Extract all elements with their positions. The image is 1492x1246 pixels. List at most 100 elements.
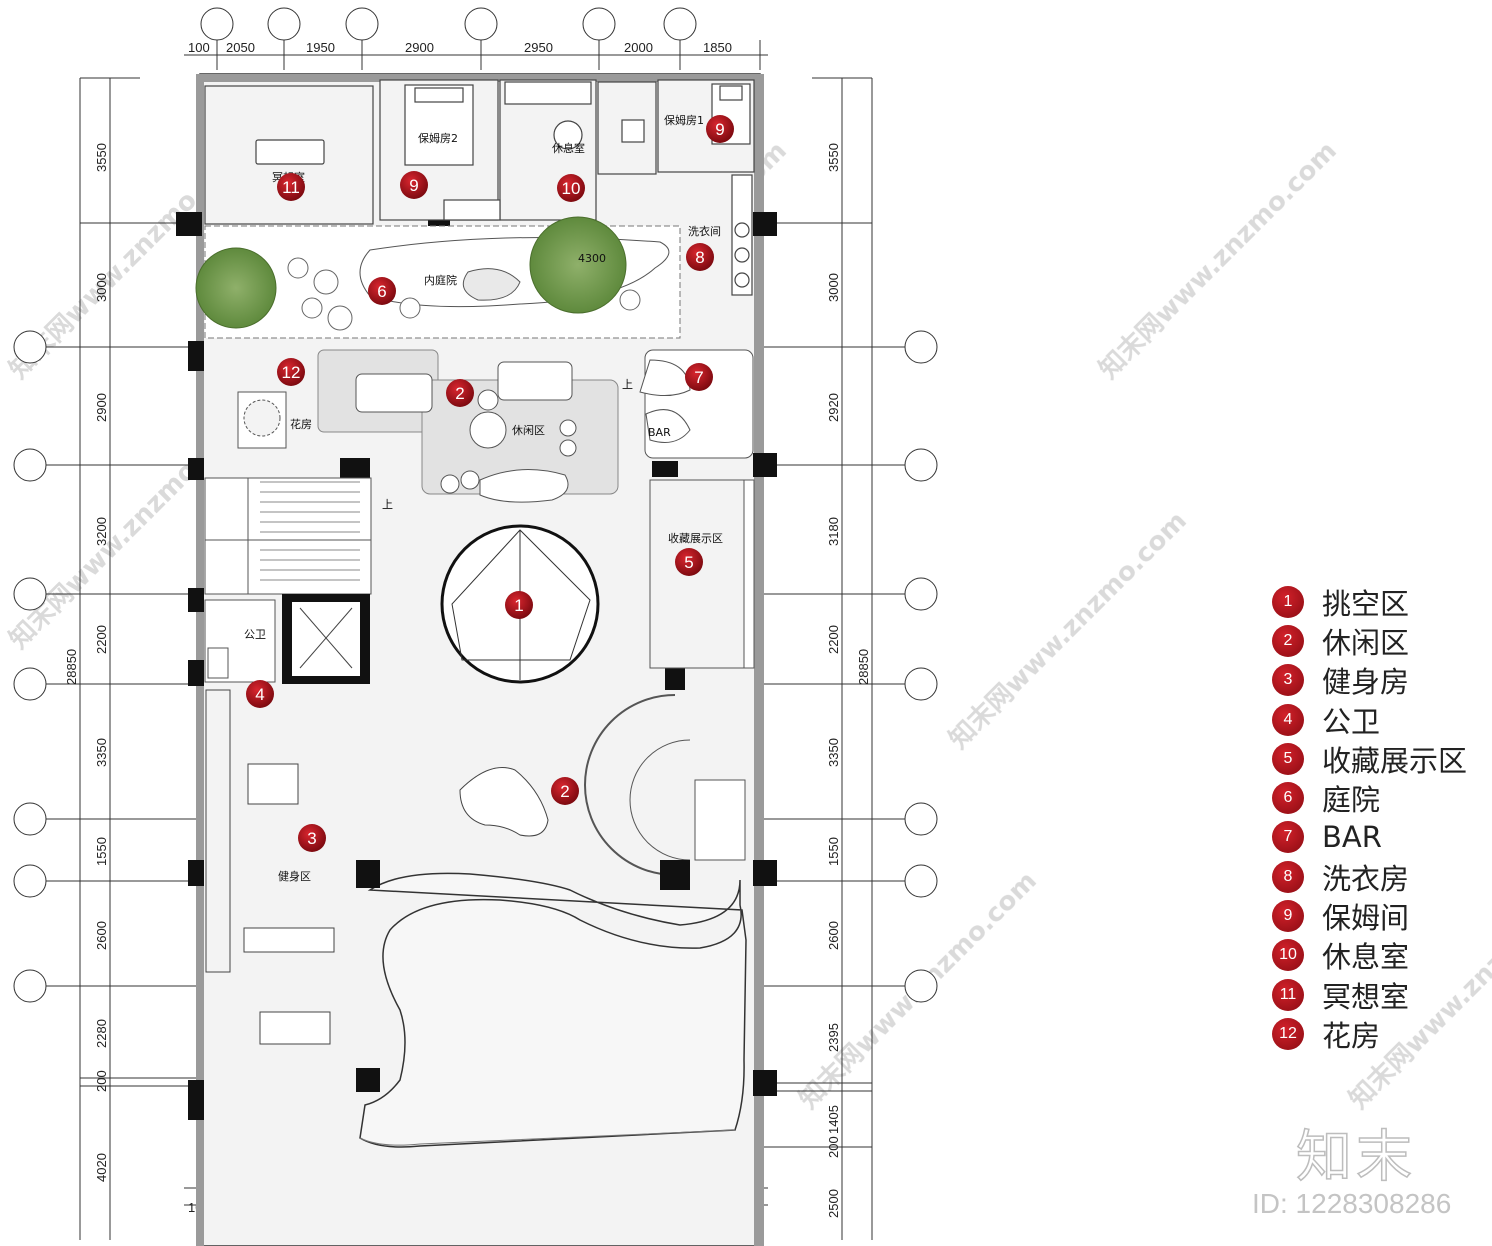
legend-label: 公卫 [1322, 704, 1381, 739]
legend-badge: 3 [1272, 664, 1304, 697]
legend-item: 4 公卫 [1272, 700, 1492, 739]
brand-logo: 知末 [1295, 1124, 1416, 1191]
left-dim-11: 4020 [94, 1153, 109, 1182]
legend-badge: 12 [1272, 1017, 1304, 1050]
staircase-left: 上 [204, 477, 393, 595]
courtyard-pool-dimension: 4300 [578, 252, 606, 265]
leisure-area-label: 休闲区 [512, 423, 545, 437]
svg-text:8: 8 [695, 248, 704, 267]
legend-badge: 5 [1272, 742, 1304, 775]
bar-stair-up-label: 上 [622, 378, 633, 391]
right-dim-12: 2500 [826, 1189, 841, 1218]
legend-label: 收藏展示区 [1322, 743, 1468, 778]
left-dim-7: 1550 [94, 837, 109, 866]
laundry-room-label: 洗衣间 [688, 224, 721, 238]
collection-area: 收藏展示区 [649, 479, 755, 669]
legend-badge: 10 [1272, 939, 1304, 972]
left-dim-10: 200 [94, 1070, 109, 1092]
marker-collection: 5 [675, 548, 703, 576]
legend-badge: 4 [1272, 703, 1304, 736]
left-axis-circles [13, 330, 47, 1003]
legend-label: 休息室 [1322, 940, 1410, 975]
legend-item: 1 挑空区 [1272, 582, 1492, 621]
flower-room-label: 花房 [290, 418, 312, 431]
right-dim-9: 2395 [826, 1023, 841, 1052]
svg-text:4: 4 [255, 685, 264, 704]
legend-badge: 7 [1272, 821, 1304, 854]
bar-area: BAR 上 [622, 349, 754, 459]
legend-label: 健身房 [1322, 665, 1410, 700]
marker-flower: 12 [277, 358, 305, 386]
top-dim-4: 2900 [405, 40, 434, 55]
top-dim-2: 2050 [226, 40, 255, 55]
svg-text:7: 7 [694, 368, 703, 387]
left-dimensions: 3550 3000 2900 3200 2200 3350 1550 2600 … [64, 143, 109, 1182]
svg-text:9: 9 [715, 120, 724, 139]
legend-badge: 1 [1272, 585, 1304, 618]
legend-item: 11 冥想室 [1272, 975, 1492, 1014]
collection-area-label: 收藏展示区 [668, 531, 723, 545]
legend-label: 庭院 [1322, 783, 1381, 818]
legend-item: 7 BAR [1272, 818, 1492, 857]
legend-badge: 9 [1272, 900, 1304, 933]
marker-atrium: 1 [505, 591, 533, 619]
svg-text:9: 9 [409, 176, 418, 195]
legend-item: 6 庭院 [1272, 778, 1492, 817]
legend-label: 冥想室 [1322, 979, 1410, 1014]
legend-badge: 6 [1272, 782, 1304, 815]
top-dim-5: 2950 [524, 40, 553, 55]
left-total: 28850 [64, 649, 79, 685]
marker-leisure-bottom: 2 [551, 777, 579, 805]
right-axis-circles [904, 330, 938, 1003]
legend-item: 9 保姆间 [1272, 896, 1492, 935]
gym-equipment: 健身区 [205, 689, 549, 1045]
right-dim-5: 2200 [826, 625, 841, 654]
left-dim-2: 3000 [94, 273, 109, 302]
legend-item: 3 健身房 [1272, 661, 1492, 700]
left-dim-6: 3350 [94, 738, 109, 767]
left-dim-3: 2900 [94, 393, 109, 422]
watermark-7: 知末网www.znzmo.com [944, 506, 1193, 755]
top-dim-7: 1850 [703, 40, 732, 55]
legend-label: 保姆间 [1322, 901, 1410, 936]
right-dim-2: 3000 [826, 273, 841, 302]
right-dim-7: 1550 [826, 837, 841, 866]
pool [356, 860, 747, 1148]
maid-room-2-label: 保姆房2 [418, 131, 458, 145]
legend-label: 花房 [1322, 1018, 1381, 1053]
legend-label: 休闲区 [1322, 625, 1410, 660]
rest-room-label: 休息室 [552, 141, 585, 155]
top-dimensions: 100 2050 1950 2900 2950 2000 1850 [188, 40, 732, 55]
svg-text:2: 2 [455, 384, 464, 403]
left-dim-1: 3550 [94, 143, 109, 172]
legend-badge: 11 [1272, 978, 1304, 1011]
elevator-wc: 公卫 [204, 594, 370, 684]
legend-item: 2 休闲区 [1272, 621, 1492, 660]
dimension-lines [46, 40, 905, 1240]
stair-up-label: 上 [382, 498, 393, 511]
svg-text:1: 1 [514, 596, 523, 615]
left-dim-9: 2280 [94, 1019, 109, 1048]
right-dim-4: 3180 [826, 517, 841, 546]
left-dim-8: 2600 [94, 921, 109, 950]
leisure-area: 休闲区 花房 [237, 349, 619, 503]
right-dim-11: 1405 [826, 1105, 841, 1134]
marker-maid2: 9 [400, 171, 428, 199]
svg-text:2: 2 [560, 782, 569, 801]
brand-id: ID: 1228308286 [1252, 1188, 1452, 1219]
legend-badge: 2 [1272, 624, 1304, 657]
svg-text:3: 3 [307, 829, 316, 848]
gym-area-label: 健身区 [278, 869, 311, 883]
legend-label: 挑空区 [1322, 586, 1410, 621]
right-dim-8: 2600 [826, 921, 841, 950]
left-dim-5: 2200 [94, 625, 109, 654]
marker-leisure-top: 2 [446, 379, 474, 407]
marker-wc: 4 [246, 680, 274, 708]
marker-bar: 7 [685, 363, 713, 391]
right-dim-6: 3350 [826, 738, 841, 767]
top-dim-3: 1950 [306, 40, 335, 55]
legend-label: BAR [1322, 820, 1382, 855]
legend-item: 12 花房 [1272, 1014, 1492, 1053]
